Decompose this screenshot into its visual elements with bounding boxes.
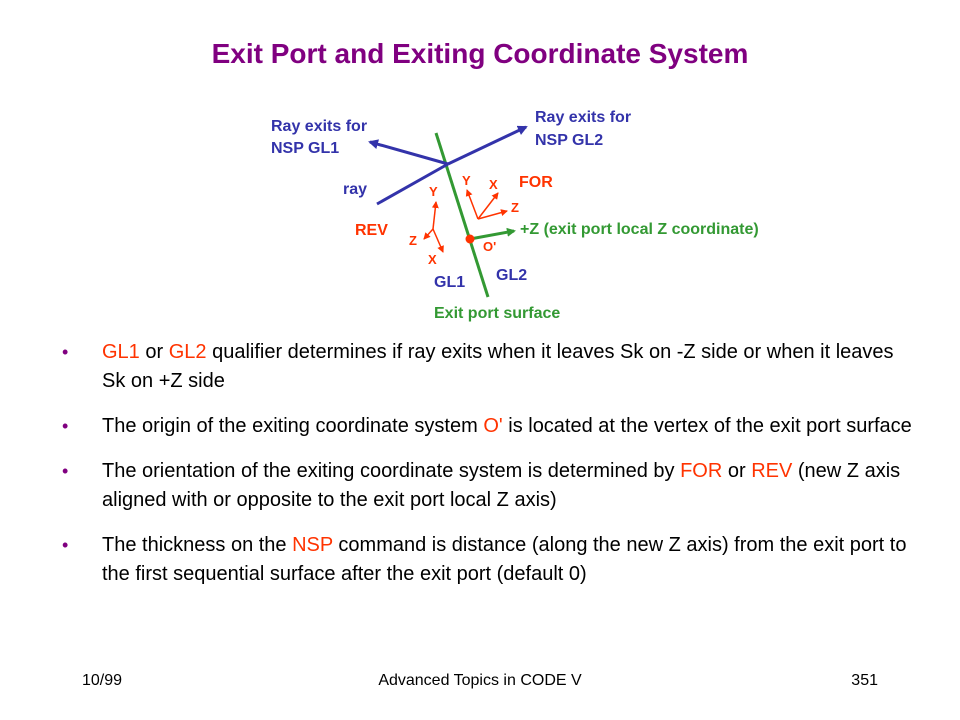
bullet-marker: •: [62, 461, 69, 481]
for-z-axis: [477, 209, 508, 220]
rev-label: REV: [355, 222, 388, 239]
ray-exit-gl2-arrow: [447, 125, 528, 166]
bullet-marker: •: [62, 342, 69, 362]
exit-port-surface-line: [434, 132, 490, 298]
rev-y-label: Y: [429, 184, 438, 199]
for-x-axis: [477, 192, 499, 220]
bullet-item: •The orientation of the exiting coordina…: [62, 457, 922, 515]
for-label: FOR: [519, 174, 553, 191]
for-y-axis: [465, 189, 479, 220]
gl2-label: GL2: [496, 267, 527, 284]
ray-exits-gl1-label: Ray exits for: [271, 118, 367, 135]
plus-z-label: +Z (exit port local Z coordinate): [520, 221, 759, 238]
ray-exits-gl2-label-line2: NSP GL2: [535, 132, 603, 149]
bullet-item: •The origin of the exiting coordinate sy…: [62, 412, 922, 441]
footer-course-title: Advanced Topics in CODE V: [378, 672, 582, 689]
exit-port-diagram: Ray exits for NSP GL1 Ray exits for NSP …: [271, 109, 759, 322]
bullet-marker: •: [62, 535, 69, 555]
bullet-marker: •: [62, 416, 69, 436]
rev-z-label: Z: [409, 233, 417, 248]
ray-exit-gl1-arrow: [368, 139, 449, 166]
for-x-label: X: [489, 177, 498, 192]
slide-title: Exit Port and Exiting Coordinate System: [211, 38, 749, 69]
for-y-label: Y: [462, 173, 471, 188]
ray-label: ray: [343, 181, 367, 198]
origin-point: [465, 234, 475, 244]
rev-y-axis: [431, 201, 439, 230]
exit-surface-label: Exit port surface: [434, 305, 560, 322]
rev-x-label: X: [428, 252, 437, 267]
for-z-label: Z: [511, 200, 519, 215]
ray-exits-gl2-label: Ray exits for: [535, 109, 631, 126]
ray-line: [376, 162, 449, 206]
origin-label: O': [483, 239, 496, 254]
rev-x-axis: [432, 228, 444, 253]
bullet-list: •GL1 or GL2 qualifier determines if ray …: [62, 338, 922, 605]
rev-z-axis: [423, 228, 434, 240]
footer-date: 10/99: [82, 672, 123, 689]
gl1-label: GL1: [434, 274, 465, 291]
footer-page-number: 351: [851, 672, 878, 689]
bullet-item: •GL1 or GL2 qualifier determines if ray …: [62, 338, 922, 396]
plus-z-arrow: [469, 227, 516, 241]
ray-exits-gl1-label-line2: NSP GL1: [271, 140, 339, 157]
bullet-item: •The thickness on the NSP command is dis…: [62, 531, 922, 589]
